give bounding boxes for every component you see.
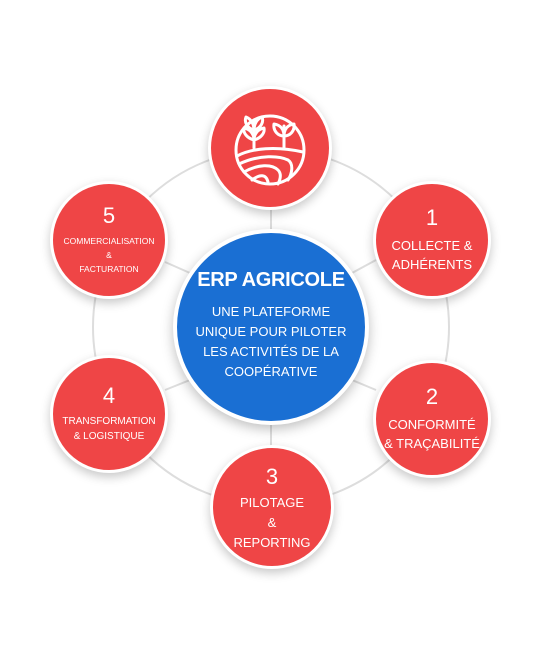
step-label-line: COLLECTE & [391, 238, 473, 253]
center-subtitle: UNE PLATEFORME UNIQUE POUR PILOTER LES A… [196, 302, 347, 382]
spoke-5 [164, 261, 191, 274]
step-label-line: & [267, 515, 277, 530]
center-subtitle-line: COOPÉRATIVE [224, 363, 318, 379]
spoke-4 [164, 379, 191, 391]
step-number: 3 [265, 464, 279, 489]
step-label-line: & LOGISTIQUE [73, 431, 145, 442]
step-label-line: REPORTING [233, 535, 311, 550]
spoke-2 [351, 379, 377, 391]
step-node-5: 5 COMMERCIALISATION & FACTURATION [50, 181, 168, 299]
step-number: 2 [425, 384, 439, 409]
step-node-3: 3 PILOTAGE & REPORTING [210, 445, 334, 569]
step-node-2: 2 CONFORMITÉ & TRAÇABILITÉ [373, 360, 491, 478]
step-node-4: 4 TRANSFORMATION & LOGISTIQUE [50, 355, 168, 473]
center-title: ERP AGRICOLE [197, 268, 345, 291]
center-subtitle-line: UNE PLATEFORME [211, 303, 331, 319]
step-number: 4 [102, 383, 116, 408]
step-label-line: COMMERCIALISATION [63, 236, 155, 246]
agriculture-icon-node [208, 86, 332, 210]
step-label-line: ADHÉRENTS [391, 257, 473, 272]
step-number: 5 [102, 203, 116, 228]
step-label-line: & [106, 250, 112, 260]
step-label-line: PILOTAGE [239, 495, 305, 510]
farm-field-icon [234, 114, 306, 186]
step-label-line: & TRAÇABILITÉ [384, 436, 480, 451]
center-hub: ERP AGRICOLE UNE PLATEFORME UNIQUE POUR … [173, 229, 369, 425]
step-number: 1 [425, 205, 439, 230]
step-label-line: FACTURATION [79, 264, 139, 274]
step-node-1: 1 COLLECTE & ADHÉRENTS [373, 181, 491, 299]
step-label-line: TRANSFORMATION [62, 416, 156, 427]
step-label-line: CONFORMITÉ [388, 417, 476, 432]
center-subtitle-line: UNIQUE POUR PILOTER [195, 323, 347, 339]
spokes [164, 210, 377, 446]
center-subtitle-line: LES ACTIVITÉS DE LA [203, 343, 339, 359]
spoke-1 [351, 259, 377, 274]
